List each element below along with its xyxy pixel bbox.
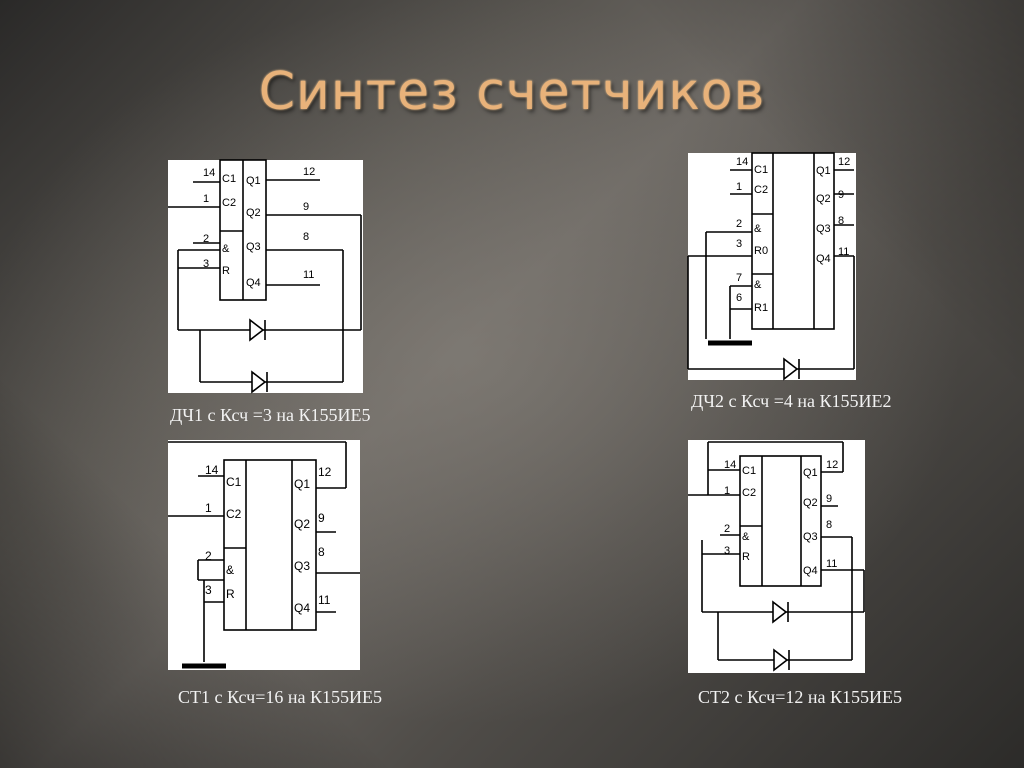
pin-label: C1	[742, 465, 756, 477]
pin-label: C2	[742, 487, 756, 499]
pin-number: 8	[838, 215, 844, 227]
schematic-st1: 14 1 2 3 12 9 8 11 C1 C2 & R Q1 Q2 Q3 Q4	[168, 441, 360, 669]
pin-label: R	[222, 265, 230, 277]
pin-number: 7	[736, 272, 742, 284]
pin-number: 8	[826, 519, 832, 531]
pin-number: 12	[826, 459, 838, 471]
circuit-diagram-st2: 14 1 2 3 12 9 8 11 C1 C2 & R Q1 Q2 Q3 Q4	[688, 440, 865, 673]
pin-label: Q1	[803, 467, 818, 479]
caption-st1: СТ1 с Ксч=16 на К155ИЕ5	[178, 687, 383, 707]
pin-label: Q1	[246, 175, 261, 187]
pin-label: R1	[754, 302, 768, 314]
pin-number: 8	[318, 545, 325, 559]
pin-number: 3	[205, 583, 212, 597]
pin-number: 3	[203, 258, 209, 270]
pin-number: 11	[826, 558, 837, 570]
pin-label: Q4	[803, 565, 818, 577]
pin-number: 9	[826, 493, 832, 505]
pin-number: 1	[724, 485, 730, 497]
pin-label: Q2	[294, 517, 310, 531]
circuit-diagram-dch2: 14 1 2 3 7 6 12 9 8 11 C1 C2 & R0 & R1 Q…	[687, 152, 856, 381]
slide-title: Синтез счетчиков	[258, 62, 766, 122]
pin-number: 1	[203, 193, 209, 205]
pin-label: R	[742, 551, 750, 563]
pin-number: 2	[736, 218, 742, 230]
caption-dch1: ДЧ1 с Ксч =3 на К155ИЕ5	[170, 405, 371, 425]
schematic-dch2: 14 1 2 3 7 6 12 9 8 11 C1 C2 & R0 & R1 Q…	[687, 152, 855, 381]
pin-number: 12	[838, 156, 850, 168]
pin-label: C2	[226, 507, 242, 521]
pin-number: 3	[736, 238, 742, 250]
pin-label: C1	[754, 164, 768, 176]
schematic-st2: 14 1 2 3 12 9 8 11 C1 C2 & R Q1 Q2 Q3 Q4	[688, 441, 865, 672]
pin-number: 9	[318, 511, 325, 525]
pin-label: Q2	[816, 193, 831, 205]
pin-number: 1	[736, 181, 742, 193]
pin-number: 1	[205, 501, 212, 515]
pin-number: 9	[838, 189, 844, 201]
pin-label: Q3	[803, 531, 818, 543]
pin-label: Q2	[246, 207, 261, 219]
pin-label: &	[742, 531, 750, 543]
pin-number: 2	[203, 233, 209, 245]
pin-number: 14	[724, 459, 736, 471]
pin-number: 11	[303, 269, 314, 281]
pin-label: &	[754, 223, 762, 235]
pin-label: C2	[754, 184, 768, 196]
pin-number: 14	[203, 167, 215, 179]
pin-number: 6	[736, 292, 742, 304]
pin-label: C1	[226, 475, 242, 489]
pin-label: C2	[222, 197, 236, 209]
pin-number: 12	[303, 166, 315, 178]
pin-label: Q4	[246, 277, 261, 289]
pin-number: 8	[303, 231, 309, 243]
pin-label: Q4	[294, 601, 310, 615]
pin-label: Q3	[246, 241, 261, 253]
pin-label: &	[222, 243, 230, 255]
pin-number: 14	[736, 156, 748, 168]
pin-number: 12	[318, 465, 332, 479]
pin-label: &	[226, 563, 234, 577]
pin-number: 14	[205, 463, 219, 477]
caption-dch2: ДЧ2 с Ксч =4 на К155ИЕ2	[691, 391, 892, 411]
caption-st2: СТ2 с Ксч=12 на К155ИЕ5	[698, 687, 903, 707]
pin-label: Q4	[816, 253, 831, 265]
pin-label: Q1	[816, 165, 831, 177]
pin-number: 9	[303, 201, 309, 213]
pin-label: Q3	[294, 559, 310, 573]
pin-label: Q2	[803, 497, 818, 509]
circuit-diagram-st1: 14 1 2 3 12 9 8 11 C1 C2 & R Q1 Q2 Q3 Q4	[168, 440, 360, 670]
pin-label: C1	[222, 173, 236, 185]
pin-number: 2	[724, 523, 730, 535]
pin-number: 3	[724, 545, 730, 557]
pin-label: Q1	[294, 477, 310, 491]
circuit-diagram-dch1: 14 1 2 3 12 9 8 11 C1 C2 & R Q1 Q2 Q3 Q4	[168, 159, 363, 394]
pin-label: R	[226, 587, 235, 601]
pin-number: 11	[318, 593, 331, 607]
pin-label: R0	[754, 245, 768, 257]
pin-label: &	[754, 279, 762, 291]
pin-number: 2	[205, 549, 212, 563]
pin-number: 11	[838, 246, 849, 258]
pin-label: Q3	[816, 223, 831, 235]
schematic-dch1: 14 1 2 3 12 9 8 11 C1 C2 & R Q1 Q2 Q3 Q4	[168, 159, 362, 394]
